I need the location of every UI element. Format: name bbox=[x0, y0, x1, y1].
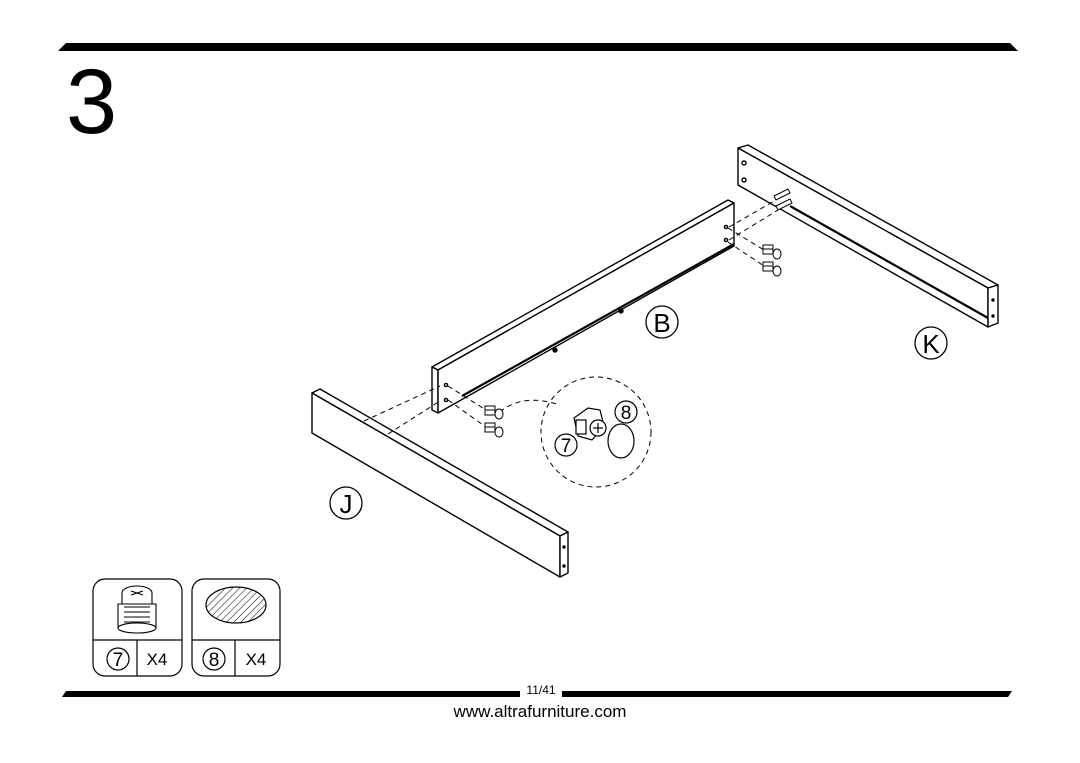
hardware-8-id: 8 bbox=[209, 650, 220, 671]
detail-label-8-circle bbox=[614, 400, 638, 424]
cam-lock-icon bbox=[117, 585, 157, 634]
part-j-circle bbox=[329, 486, 363, 520]
cover-cap-icon bbox=[205, 586, 267, 624]
panel-k bbox=[737, 144, 999, 328]
panel-b bbox=[431, 199, 735, 414]
part-b-circle bbox=[645, 305, 679, 339]
part-k-label: K bbox=[922, 329, 940, 359]
step-number: 3 bbox=[66, 51, 118, 153]
part-b-label: B bbox=[653, 308, 670, 338]
hardware-8-qty: X4 bbox=[246, 650, 267, 669]
header-bar bbox=[58, 43, 1018, 51]
hardware-box-7 bbox=[92, 578, 183, 677]
hardware-8-circle bbox=[202, 647, 226, 671]
assembly-guides bbox=[363, 199, 779, 488]
website-url: www.altrafurniture.com bbox=[453, 702, 627, 721]
detail-cam-lock-icon bbox=[573, 407, 607, 441]
hardware-7-circle bbox=[106, 647, 130, 671]
page-number: 11/41 bbox=[520, 683, 562, 697]
detail-label-8: 8 bbox=[621, 403, 632, 424]
cam-locks-right bbox=[762, 244, 782, 277]
detail-cover-cap-icon bbox=[607, 423, 635, 459]
dowels bbox=[773, 188, 793, 211]
part-k-circle bbox=[914, 326, 948, 360]
part-j-label: J bbox=[340, 489, 353, 519]
cam-locks-left bbox=[484, 405, 504, 438]
panel-j bbox=[311, 388, 569, 578]
hardware-box-8 bbox=[191, 578, 281, 677]
detail-label-7: 7 bbox=[561, 436, 572, 457]
hardware-7-qty: X4 bbox=[147, 650, 168, 669]
detail-label-7-circle bbox=[554, 433, 578, 457]
hardware-7-id: 7 bbox=[113, 650, 124, 671]
